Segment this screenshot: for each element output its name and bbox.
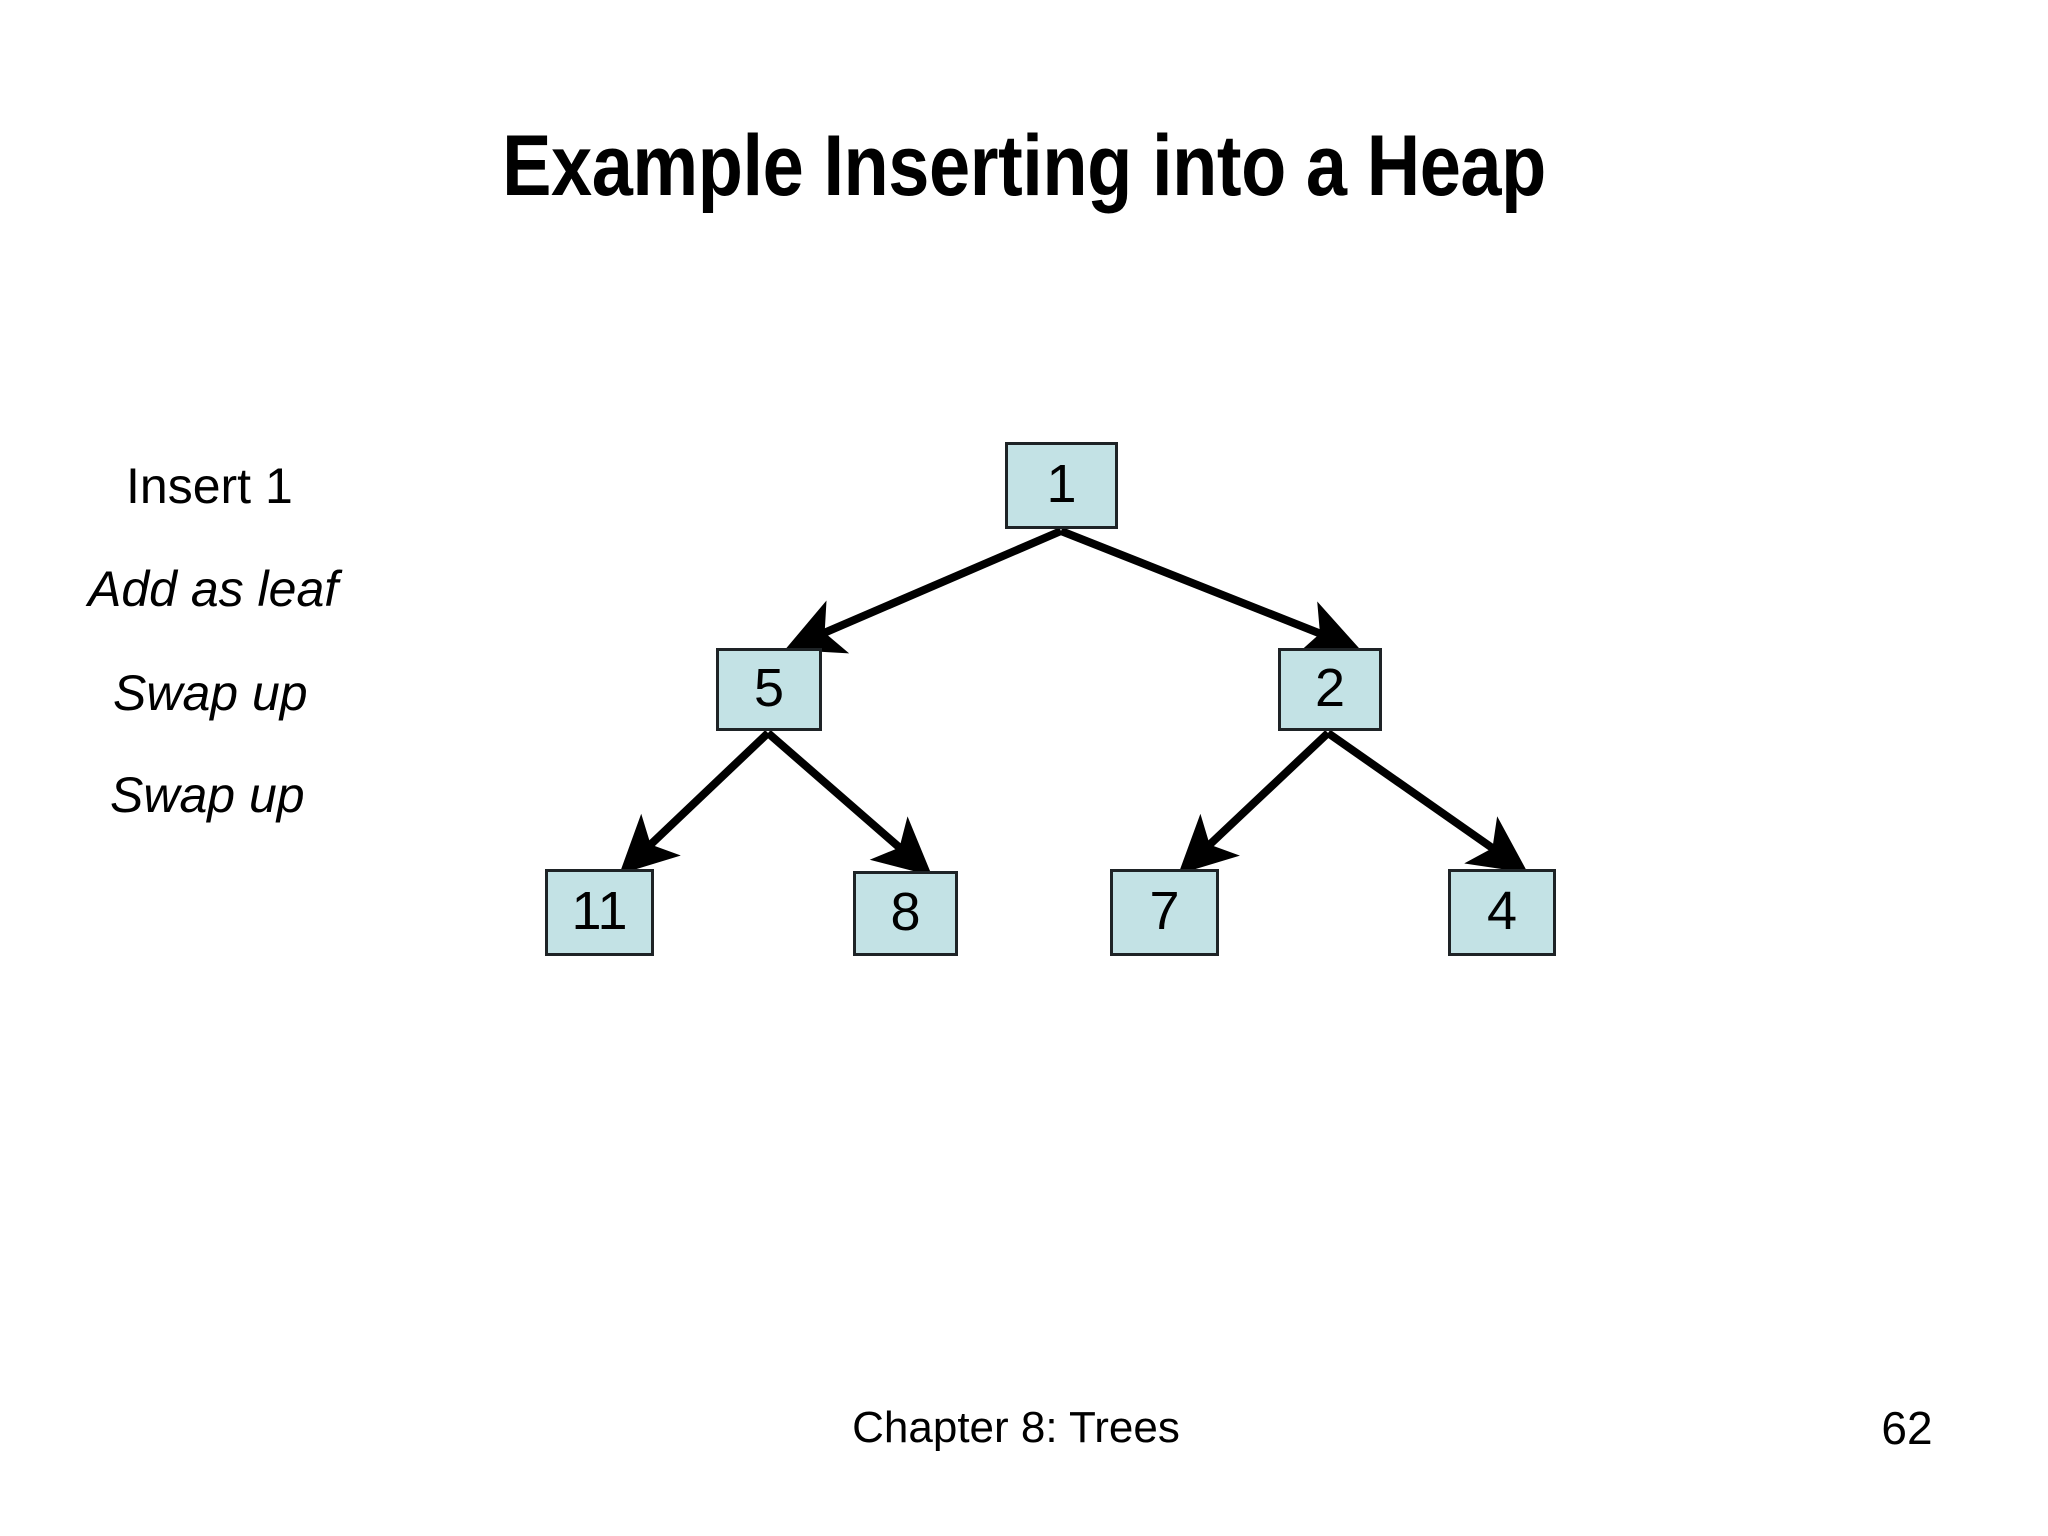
tree-node-label: 11 (571, 880, 628, 941)
annotation-insert-1: Insert 1 (126, 458, 293, 514)
tree-node-label: 2 (1314, 657, 1346, 718)
page-title: Example Inserting into a Heap (502, 118, 1546, 214)
edge-2-to-7 (1178, 730, 1331, 875)
tree-node-leaf-left-left[interactable]: 11 (545, 869, 654, 956)
slide-page-number: 62 (1881, 1402, 1933, 1454)
annotation-add-as-leaf: Add as leaf (88, 561, 339, 617)
tree-node-label: 8 (890, 881, 921, 942)
tree-node-label: 5 (753, 657, 785, 718)
tree-node-right[interactable]: 2 (1278, 648, 1382, 731)
tree-node-label: 7 (1149, 880, 1180, 941)
edge-2-to-4 (1325, 729, 1528, 873)
tree-node-label: 4 (1486, 880, 1518, 941)
footer-chapter: Chapter 8: Trees (0, 1402, 2048, 1454)
footer-chapter-text: Chapter 8: Trees (852, 1403, 1180, 1452)
edge-root-to-5 (784, 527, 1063, 654)
tree-node-leaf-right-right[interactable]: 4 (1448, 869, 1556, 956)
edge-5-to-8 (765, 729, 933, 876)
tree-node-leaf-right-left[interactable]: 7 (1110, 869, 1219, 956)
tree-node-left[interactable]: 5 (716, 648, 822, 731)
edge-root-to-2 (1059, 527, 1361, 655)
annotation-swap-up-first: Swap up (113, 665, 308, 721)
annotation-swap-up-second: Swap up (110, 767, 305, 823)
tree-node-leaf-left-right[interactable]: 8 (853, 871, 958, 956)
tree-node-label: 1 (1046, 453, 1077, 514)
tree-node-root[interactable]: 1 (1005, 442, 1118, 529)
edge-5-to-11 (619, 730, 771, 875)
